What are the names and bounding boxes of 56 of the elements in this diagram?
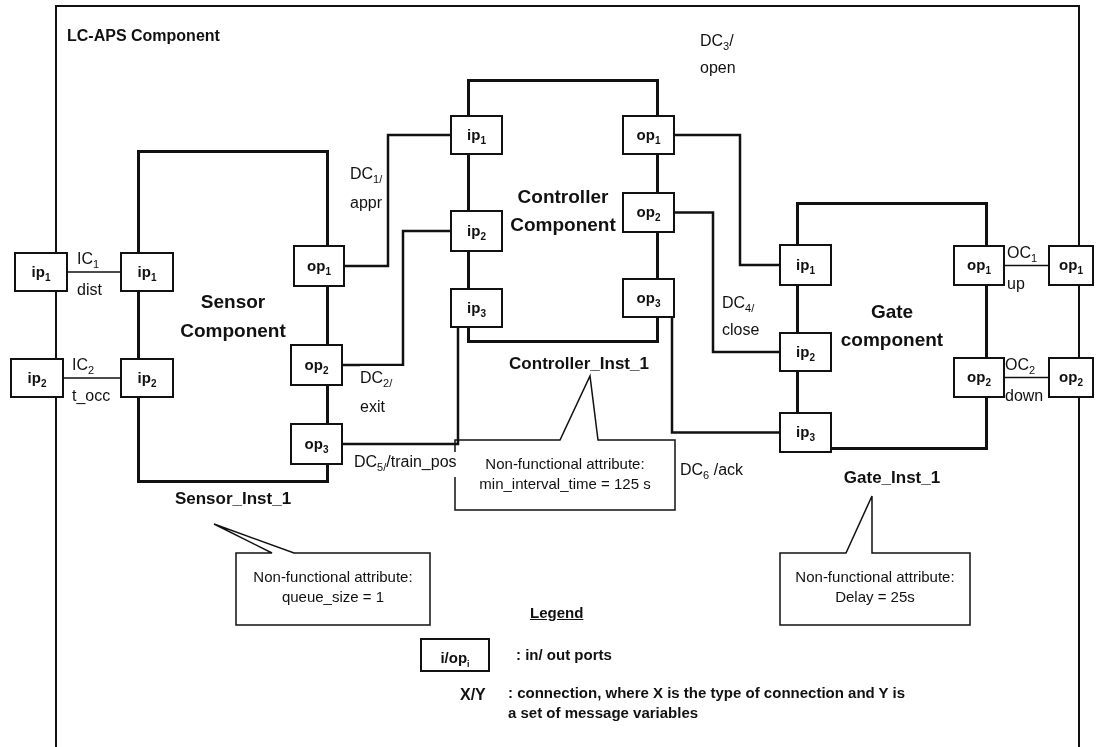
port-box: ip$_{2}$ <box>120 358 174 398</box>
port-box: ip$_{3}$ <box>779 412 832 453</box>
attribute-note: Non-functional attribute: min_interval_time = 125 s <box>478 454 652 493</box>
port-sample: i/op$_{i}$ <box>420 638 490 672</box>
connection-line <box>675 133 779 267</box>
port-box: ip$_{1}$ <box>450 115 503 155</box>
port-box: ip$_{1}$ <box>14 252 68 292</box>
component-name: Controller Component <box>509 184 617 237</box>
instance-name: Controller_Inst_1 <box>509 354 649 374</box>
instance-name: Gate_Inst_1 <box>843 468 941 488</box>
attribute-note: Non-functional attribute: Delay = 25s <box>794 567 956 606</box>
legend-title: Legend <box>530 604 584 621</box>
port-box: ip$_{2}$ <box>779 332 832 372</box>
connection-line <box>1004 376 1049 379</box>
connection-sample: X/Y <box>460 686 486 704</box>
component-name: Sensor Component <box>179 290 287 343</box>
connection-label: OC$_{1}$ up <box>1007 243 1039 295</box>
attribute-note: Non-functional attribute: queue_size = 1 <box>252 567 414 606</box>
port-box: op$_{1}$ <box>953 245 1005 286</box>
connection-line <box>63 377 121 379</box>
connection-line <box>343 328 460 446</box>
callout-balloon <box>455 376 675 510</box>
port-box: op$_{3}$ <box>290 423 343 465</box>
callout-balloon <box>780 496 970 625</box>
connection-label: OC$_{2}$ down <box>1005 355 1045 407</box>
port-box: op$_{2}$ <box>953 357 1005 398</box>
port-box: op$_{1}$ <box>293 245 345 287</box>
port-box: ip$_{1}$ <box>120 252 174 292</box>
callout-balloon <box>214 524 430 625</box>
port-box: ip$_{1}$ <box>779 244 832 286</box>
port-box: op$_{2}$ <box>1048 357 1094 398</box>
component-box <box>779 202 1005 450</box>
connection-label: DC$_{5/}$/train_pos <box>354 452 457 478</box>
port-box: op$_{2}$ <box>290 344 343 386</box>
legend-text: : in/ out ports <box>516 645 613 665</box>
port-box: ip$_{2}$ <box>450 210 503 252</box>
connection-line <box>675 211 779 354</box>
connection-label: IC$_{2}$ t_occ <box>72 355 112 407</box>
frame-title: LC-APS Component <box>67 27 220 45</box>
connection-line <box>67 271 121 273</box>
port-box: ip$_{2}$ <box>10 358 64 398</box>
port-box: op$_{3}$ <box>622 278 675 318</box>
connection-label: IC$_{1}$ dist <box>77 249 103 301</box>
port-box: op$_{1}$ <box>622 115 675 155</box>
component-box <box>450 79 675 343</box>
component-name: Gate component <box>839 299 945 352</box>
legend-text: : connection, where X is the type of connection and Y is a set of message variables <box>508 683 907 722</box>
instance-name: Sensor_Inst_1 <box>174 489 292 509</box>
connection-line <box>343 229 450 367</box>
connection-line <box>1004 264 1049 267</box>
port-box: op$_{2}$ <box>622 192 675 233</box>
connection-line <box>670 318 779 434</box>
port-box: op$_{1}$ <box>1048 245 1094 286</box>
port-box: ip$_{3}$ <box>450 288 503 328</box>
connection-line <box>345 133 450 268</box>
component-box <box>120 150 345 483</box>
